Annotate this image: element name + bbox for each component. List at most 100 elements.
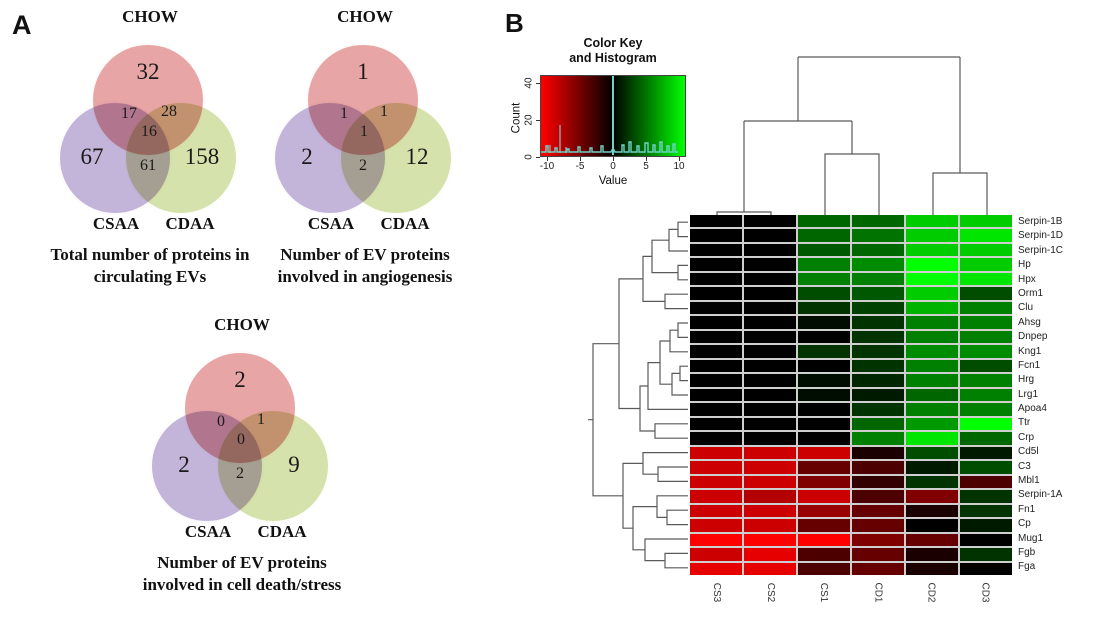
- x-tick-label: -5: [575, 161, 585, 172]
- heatmap-cell: [960, 403, 1012, 416]
- heatmap-cell: [852, 490, 904, 503]
- x-tick-mark: [580, 157, 581, 161]
- heatmap-cell: [906, 258, 958, 271]
- heatmap-cell: [960, 417, 1012, 431]
- heatmap-cell: [690, 301, 742, 315]
- venn2-set-label-right: CDAA: [380, 214, 430, 233]
- column-dendrogram: [716, 56, 988, 215]
- heatmap-cell: [906, 243, 958, 257]
- heatmap-cell: [852, 243, 904, 257]
- heatmap-cell: [906, 215, 958, 228]
- heatmap-cell: [690, 562, 742, 575]
- heatmap-row-label: Apoa4: [1018, 403, 1047, 415]
- heatmap-cell: [852, 374, 904, 387]
- venn1-circle-cdaa: [124, 101, 238, 215]
- heatmap-cell: [690, 330, 742, 344]
- heatmap-cell: [906, 359, 958, 373]
- heatmap-cell: [744, 272, 796, 286]
- heatmap-cell: [960, 432, 1012, 445]
- heatmap-row-label: Ttr: [1018, 417, 1031, 429]
- heatmap-cell: [960, 272, 1012, 286]
- heatmap-cell: [906, 475, 958, 489]
- heatmap-cell: [960, 548, 1012, 561]
- heatmap-cell: [960, 229, 1012, 242]
- x-tick-label: 5: [643, 161, 649, 172]
- heatmap-cell: [744, 490, 796, 503]
- color-key: Color Key and Histogram -10 -5 0 5 10 0 …: [505, 30, 705, 200]
- heatmap-cell: [798, 215, 850, 228]
- venn1-count-csaa-only: 67: [80, 144, 104, 169]
- heatmap-cell: [798, 533, 850, 547]
- heatmap-cell: [744, 533, 796, 547]
- heatmap-row-label: Fgb: [1018, 546, 1036, 558]
- venn1-set-label-top: CHOW: [122, 7, 178, 26]
- x-tick-label: 10: [673, 161, 685, 172]
- heatmap-row-label: Fcn1: [1018, 359, 1041, 371]
- venn3-count-cdaa-only: 9: [288, 452, 300, 477]
- venn1-count-chow-only: 32: [136, 59, 160, 84]
- venn2-count-csaa-only: 2: [301, 144, 313, 169]
- heatmap-cell: [960, 258, 1012, 271]
- venn1-count-csaa-cdaa: 61: [140, 157, 156, 174]
- heatmap-row-label: Serpin-1C: [1018, 244, 1064, 256]
- venn1-count-chow-csaa: 17: [121, 105, 137, 122]
- heatmap-cell: [960, 374, 1012, 387]
- heatmap-cell: [798, 446, 850, 460]
- venn2-set-label-top: CHOW: [337, 7, 393, 26]
- heatmap-cell: [690, 432, 742, 445]
- heatmap-cell: [852, 432, 904, 445]
- heatmap-cell: [852, 548, 904, 561]
- heatmap-cell: [690, 548, 742, 561]
- heatmap-row-label: Fn1: [1018, 503, 1036, 515]
- heatmap-column-label: CD3: [979, 582, 991, 603]
- heatmap-cell: [690, 403, 742, 416]
- venn-cell-death: CHOW 2 0 1 0 2 2 9 CSAA CDAA Number of E…: [122, 316, 362, 596]
- x-tick-mark: [646, 157, 647, 161]
- heatmap-cell: [906, 417, 958, 431]
- venn3-count-csaa-cdaa: 2: [236, 465, 244, 482]
- heatmap-cell: [852, 562, 904, 575]
- heatmap-cell: [690, 272, 742, 286]
- heatmap-cell: [798, 287, 850, 300]
- heatmap-cell: [852, 533, 904, 547]
- heatmap-cell: [960, 519, 1012, 532]
- venn3-caption-line2: involved in cell death/stress: [142, 575, 342, 594]
- heatmap-cell: [906, 432, 958, 445]
- venn2-caption-line2: involved in angiogenesis: [277, 267, 453, 286]
- heatmap-cell: [744, 432, 796, 445]
- heatmap-cell: [906, 504, 958, 518]
- heatmap-cell: [960, 490, 1012, 503]
- heatmap-row-label: Cd5l: [1018, 446, 1039, 458]
- y-tick-label: 40: [523, 77, 535, 89]
- panel-a-label: A: [12, 10, 32, 40]
- color-key-title: Color Key and Histogram: [540, 36, 686, 66]
- heatmap-cell: [852, 359, 904, 373]
- heatmap-cell: [906, 562, 958, 575]
- heatmap-cell: [906, 330, 958, 344]
- heatmap-cell: [690, 388, 742, 402]
- venn3-count-chow-cdaa: 1: [257, 411, 265, 428]
- heatmap-cell: [852, 316, 904, 329]
- heatmap-cell: [960, 301, 1012, 315]
- heatmap-cell: [906, 229, 958, 242]
- venn3-caption: Number of EV proteins involved in cell d…: [122, 552, 362, 596]
- heatmap-cell: [960, 243, 1012, 257]
- heatmap-row-label: Serpin-1D: [1018, 230, 1064, 242]
- heatmap-cell: [852, 345, 904, 358]
- heatmap-cell: [906, 388, 958, 402]
- heatmap-cell: [744, 243, 796, 257]
- venn2-count-chow-cdaa: 1: [380, 103, 388, 120]
- heatmap-cell: [690, 504, 742, 518]
- heatmap-cell: [960, 461, 1012, 474]
- heatmap-cell: [744, 258, 796, 271]
- heatmap-row-label: Mbl1: [1018, 475, 1040, 487]
- heatmap-cell: [798, 345, 850, 358]
- color-key-xlabel: Value: [598, 175, 628, 187]
- venn2-count-center: 1: [360, 123, 368, 140]
- heatmap-row-label: Clu: [1018, 302, 1034, 314]
- heatmap-row-label: Mug1: [1018, 532, 1044, 544]
- venn2-caption-line1: Number of EV proteins: [280, 245, 450, 264]
- heatmap-column-label: CS1: [818, 582, 830, 603]
